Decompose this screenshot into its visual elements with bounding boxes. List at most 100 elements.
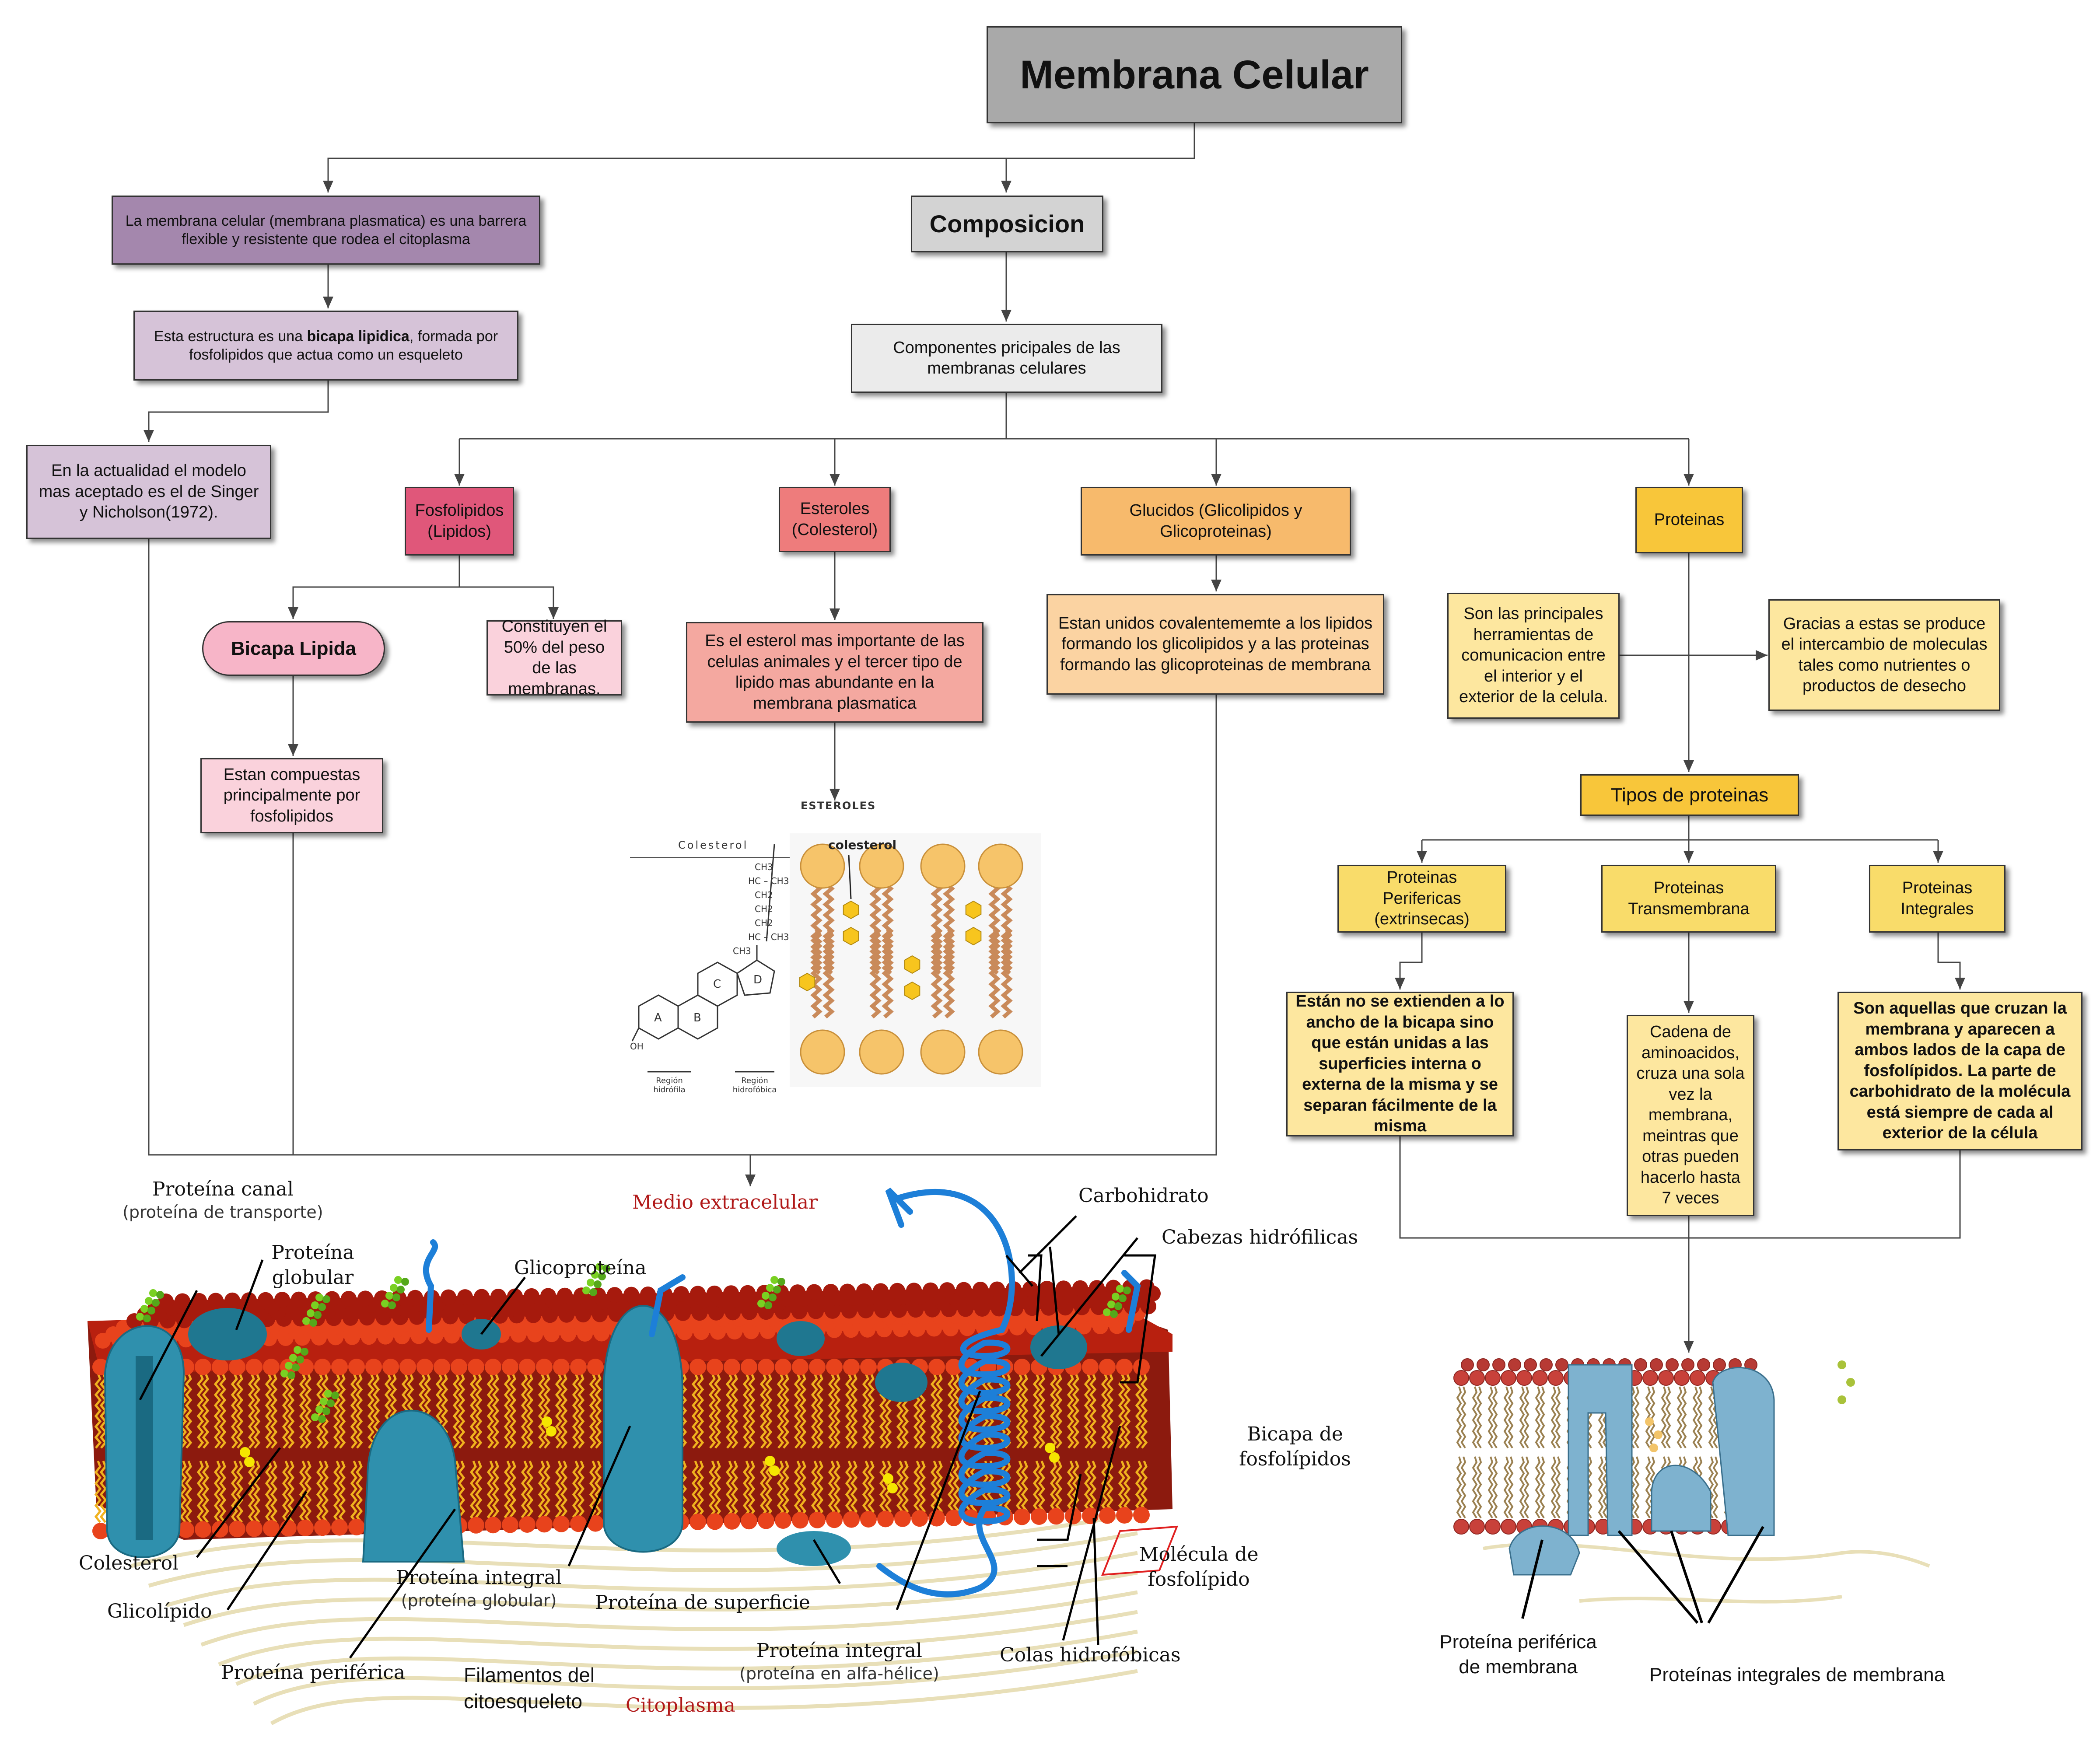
hydrophilic-head xyxy=(1469,1519,1485,1535)
hydrophilic-head xyxy=(623,1287,639,1303)
hydrophobic-tail xyxy=(1508,1456,1514,1519)
hydrophilic-head xyxy=(1048,1508,1064,1525)
hydrophilic-head xyxy=(490,1289,506,1304)
hydrophilic-head xyxy=(1634,1358,1647,1371)
proteinas-box: Proteinas xyxy=(1635,487,1743,553)
tipos-proteinas-box: Tipos de proteinas xyxy=(1580,774,1799,816)
cytoskeleton-filament xyxy=(1579,1595,1842,1604)
label-periferica-membrana: Proteína periférica de membrana xyxy=(1439,1631,1597,1678)
steroid-rings-drawing xyxy=(630,844,796,1073)
hydrophobic-tail xyxy=(748,1461,756,1523)
hydrophilic-head xyxy=(1453,1370,1469,1386)
hydrophilic-head xyxy=(540,1288,556,1304)
globular-protein xyxy=(777,1321,825,1356)
glycolipid-sugar xyxy=(145,1297,153,1305)
hydrophilic-head xyxy=(843,1359,860,1375)
glycolipid-sugar xyxy=(318,1303,326,1311)
hydrophilic-head xyxy=(208,1293,224,1309)
hydrophobic-tail xyxy=(867,1373,875,1449)
hydrophilic-head xyxy=(1532,1370,1548,1386)
hydrophilic-head xyxy=(775,1359,791,1375)
transmembrana-box: Proteinas Transmembrana xyxy=(1601,865,1776,933)
glycolipid-sugar xyxy=(381,1300,389,1308)
lipid-tail xyxy=(943,871,955,975)
label-colas-hidrofobicas: Colas hidrofóbicas xyxy=(1000,1644,1181,1666)
hydrophobic-tail xyxy=(1555,1456,1561,1519)
hydrophobic-tail xyxy=(94,1461,102,1523)
transmembrana-desc-box: Cadena de aminoacidos, cruza una sola ve… xyxy=(1627,1015,1754,1216)
hydrophobic-tail xyxy=(760,1373,767,1449)
hydrophilic-head xyxy=(945,1510,962,1526)
glycolipid-sugar xyxy=(1110,1310,1118,1318)
hydrophilic-head xyxy=(1477,1358,1490,1371)
hydrophobic-tail xyxy=(504,1461,511,1523)
hydrophobic-tail xyxy=(714,1373,721,1449)
integral-protein xyxy=(603,1305,683,1553)
hydrophilic-head xyxy=(331,1359,348,1375)
hydrophobic-tail xyxy=(270,1373,278,1449)
hydrophilic-head xyxy=(673,1286,689,1302)
lipid-tail xyxy=(1001,871,1013,975)
glycolipid-sugar xyxy=(315,1405,323,1413)
hydrophobic-tail xyxy=(338,1373,346,1449)
hydrophobic-tail xyxy=(1649,1386,1656,1449)
label-pointer xyxy=(1707,1526,1764,1624)
cholesterol-ring xyxy=(904,981,920,1000)
hydrophobic-tail xyxy=(475,1373,483,1449)
cytoskeleton-filament xyxy=(200,1590,1138,1647)
hydrophobic-tail xyxy=(1084,1373,1092,1449)
hydrophobic-tail xyxy=(214,1461,221,1523)
peripheral-protein xyxy=(1508,1525,1580,1576)
ring-c-label: C xyxy=(713,978,721,991)
hydrophobic-tail xyxy=(850,1373,858,1449)
glycolipid-sugar xyxy=(318,1415,326,1423)
lipid-tail xyxy=(1001,928,1013,1019)
glycolipid-sugar xyxy=(594,1280,602,1288)
hydrophobic-tail xyxy=(1645,1456,1651,1519)
hydrophobic-tail xyxy=(526,1373,534,1449)
hydrophilic-head xyxy=(758,1359,774,1375)
peripheral-protein xyxy=(362,1409,465,1563)
label-bicapa-fosfolipidos: Bicapa de fosfolípidos xyxy=(1239,1423,1351,1471)
glycolipid-sugar xyxy=(301,1348,308,1356)
hydrophilic-head xyxy=(331,1519,348,1536)
hydrophobic-tail xyxy=(777,1373,784,1449)
glycolipid-sugar xyxy=(589,1288,597,1296)
hydrophobic-tail xyxy=(577,1461,585,1523)
glycolipid-sugar xyxy=(322,1295,330,1303)
glycolipid-sugar xyxy=(587,1279,595,1287)
label-medio-extracelular: Medio extracelular xyxy=(632,1191,818,1213)
hydrophilic-head xyxy=(519,1359,536,1375)
hydrophilic-head xyxy=(1014,1359,1030,1375)
hydrophobic-tail xyxy=(782,1373,790,1449)
hydrophilic-head xyxy=(690,1359,706,1375)
hydrophilic-head xyxy=(973,1282,988,1298)
hydrophobic-tail xyxy=(952,1373,960,1449)
hydrophilic-head xyxy=(690,1514,706,1530)
cholesterol-ring xyxy=(904,955,920,974)
label-pointer xyxy=(1062,1426,1121,1641)
hydrophilic-head xyxy=(246,1520,262,1537)
label-pointer xyxy=(1617,1530,1699,1624)
glycolipid-sugar xyxy=(1112,1293,1120,1301)
glycolipid-sugar xyxy=(762,1292,770,1300)
glycolipid-sugar xyxy=(1838,1360,1846,1369)
hydrophilic-head xyxy=(1116,1507,1133,1524)
hydrophobic-tail xyxy=(452,1373,460,1449)
hydrophobic-tail xyxy=(691,1461,699,1523)
hydrophilic-head xyxy=(175,1293,190,1309)
hydrophilic-head xyxy=(723,1285,739,1301)
label-carbohidrato: Carbohidrato xyxy=(1078,1185,1209,1207)
hydrophilic-head xyxy=(1681,1358,1694,1371)
hydrophobic-tail xyxy=(1015,1373,1023,1449)
hydrophilic-head xyxy=(906,1283,922,1299)
hydrophilic-head xyxy=(1082,1359,1099,1375)
hydrophilic-head xyxy=(775,1512,791,1529)
hydrophilic-head xyxy=(923,1282,938,1298)
hydrophilic-head xyxy=(856,1283,872,1299)
hydrophobic-tail xyxy=(492,1461,500,1523)
glycolipid-sugar xyxy=(315,1294,323,1301)
lipid-tail xyxy=(810,928,822,1019)
integrales-desc-box: Son aquellas que cruzan la membrana y ap… xyxy=(1838,992,2082,1150)
glycolipid-sugar xyxy=(309,1319,317,1327)
